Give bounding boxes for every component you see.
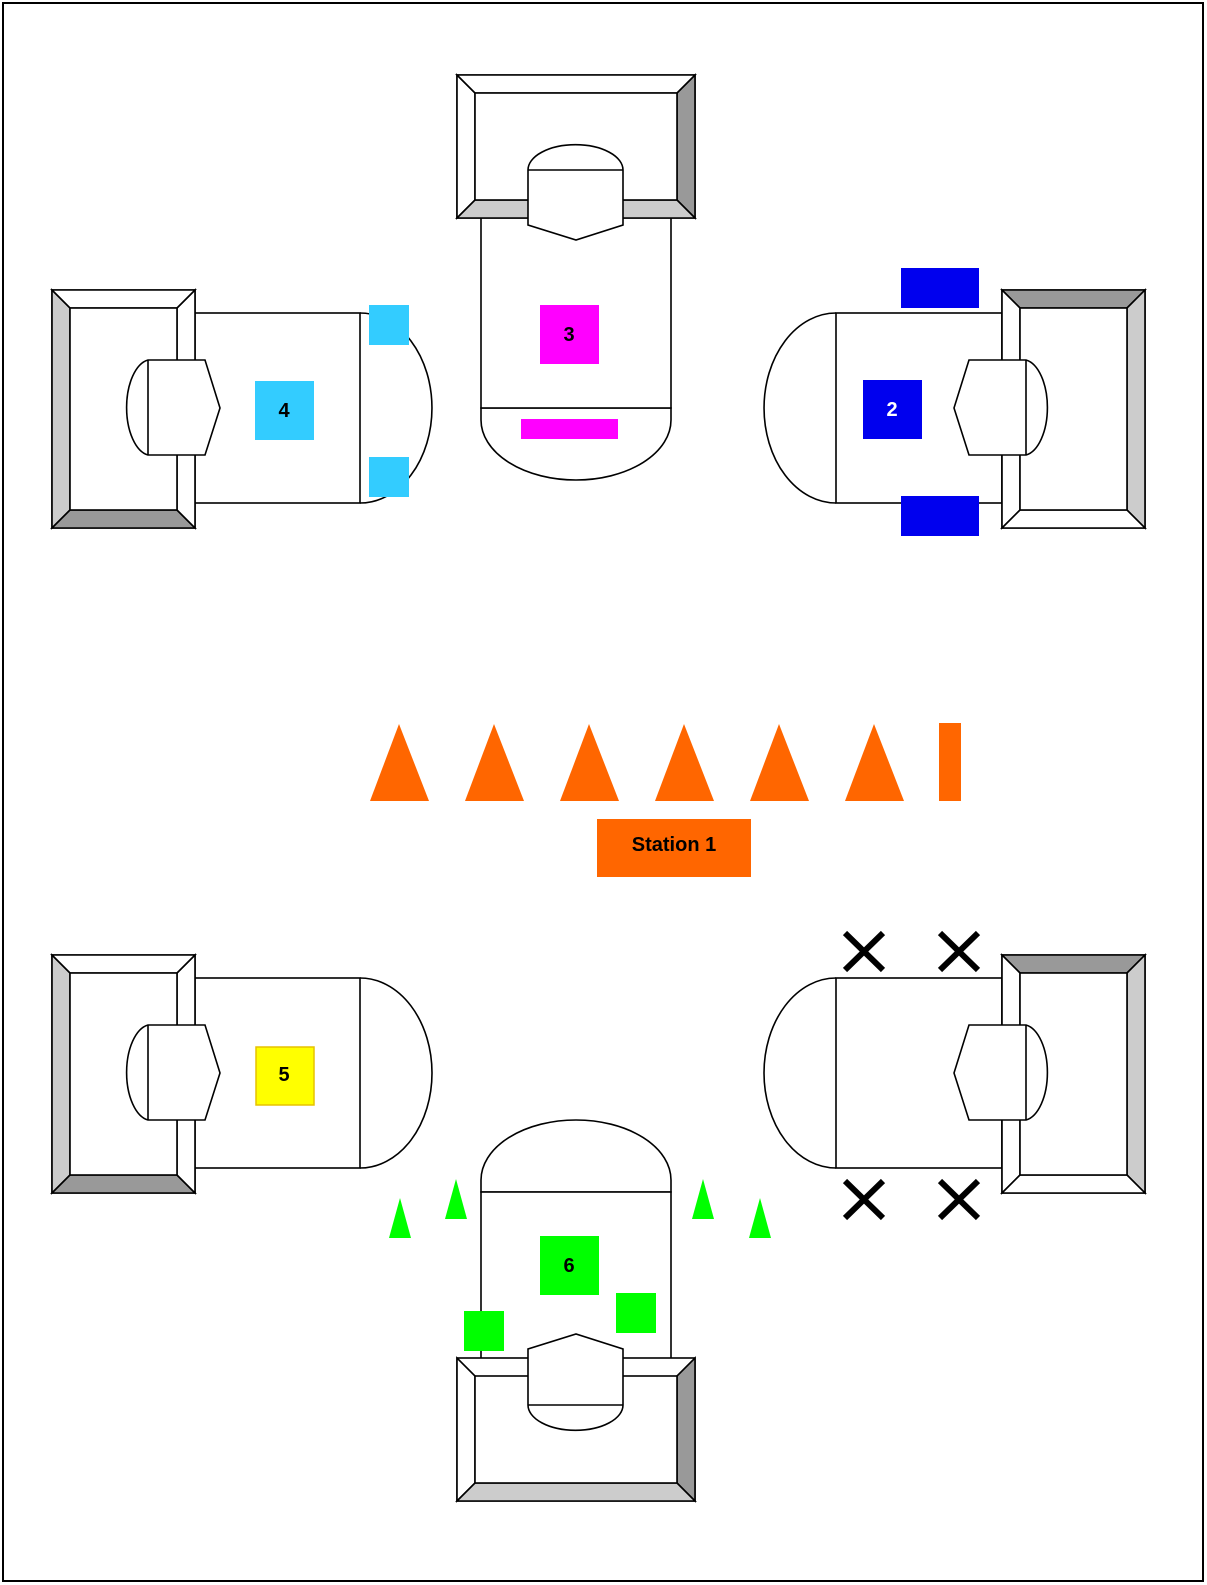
station-unnumbered <box>763 930 1146 1221</box>
station-1-cone-5 <box>750 724 809 801</box>
station-1-label-box <box>597 819 751 877</box>
station-unnumbered-pillow <box>953 1024 1049 1121</box>
station-1-cone-1 <box>370 724 429 801</box>
station-4-square-bottom <box>369 457 409 497</box>
station-5-label: 5 <box>278 1064 289 1086</box>
station-1-cone-6 <box>845 724 904 801</box>
station-unnumbered-cart-end <box>763 977 837 1169</box>
station-6-pillow <box>527 1333 624 1432</box>
station-6-cone-3 <box>692 1179 714 1219</box>
station-4-label: 4 <box>278 400 290 422</box>
station-2-cart-end <box>763 312 837 504</box>
station-3-cart-end <box>480 407 672 481</box>
station-2-pillow <box>953 359 1049 456</box>
station-1-bar <box>939 723 961 801</box>
station-6-square-right <box>616 1293 656 1333</box>
station-1-cone-3 <box>560 724 619 801</box>
station-2-marker <box>863 380 922 439</box>
station-6-square-left <box>464 1311 504 1351</box>
station-6: 6 <box>389 1119 771 1502</box>
x-mark-4 <box>937 1178 981 1221</box>
station-6-label: 6 <box>563 1255 574 1277</box>
station-1-cone-4 <box>655 724 714 801</box>
station-6-marker <box>540 1236 599 1295</box>
station-2-bar-bottom <box>901 496 979 536</box>
x-mark-2 <box>937 930 981 973</box>
station-3-label: 3 <box>563 324 574 346</box>
x-mark-3 <box>842 1178 886 1221</box>
station-3-pillow <box>527 143 624 241</box>
station-4-square-top <box>369 305 409 345</box>
x-mark-1 <box>842 930 886 973</box>
station-5-marker <box>255 1046 315 1106</box>
station-3: 3 <box>456 74 696 481</box>
station-6-cart-end <box>480 1119 672 1193</box>
station-2-bar-top <box>901 268 979 308</box>
station-5-pillow <box>125 1024 221 1121</box>
station-1: Station 1 <box>370 723 961 877</box>
station-4: 4 <box>51 289 433 529</box>
station-4-pillow <box>125 359 221 456</box>
station-6-cone-1 <box>389 1198 411 1238</box>
station-5-cart-end <box>359 977 433 1169</box>
station-3-marker <box>540 305 599 364</box>
station-2: 2 <box>763 268 1146 536</box>
station-2-label: 2 <box>886 399 897 421</box>
station-1-label: Station 1 <box>632 834 716 856</box>
station-3-bar <box>521 419 618 439</box>
station-6-cone-4 <box>749 1198 771 1238</box>
station-5: 5 <box>51 954 433 1194</box>
station-4-marker <box>255 381 314 440</box>
station-6-cone-2 <box>445 1179 467 1219</box>
station-1-cone-2 <box>465 724 524 801</box>
